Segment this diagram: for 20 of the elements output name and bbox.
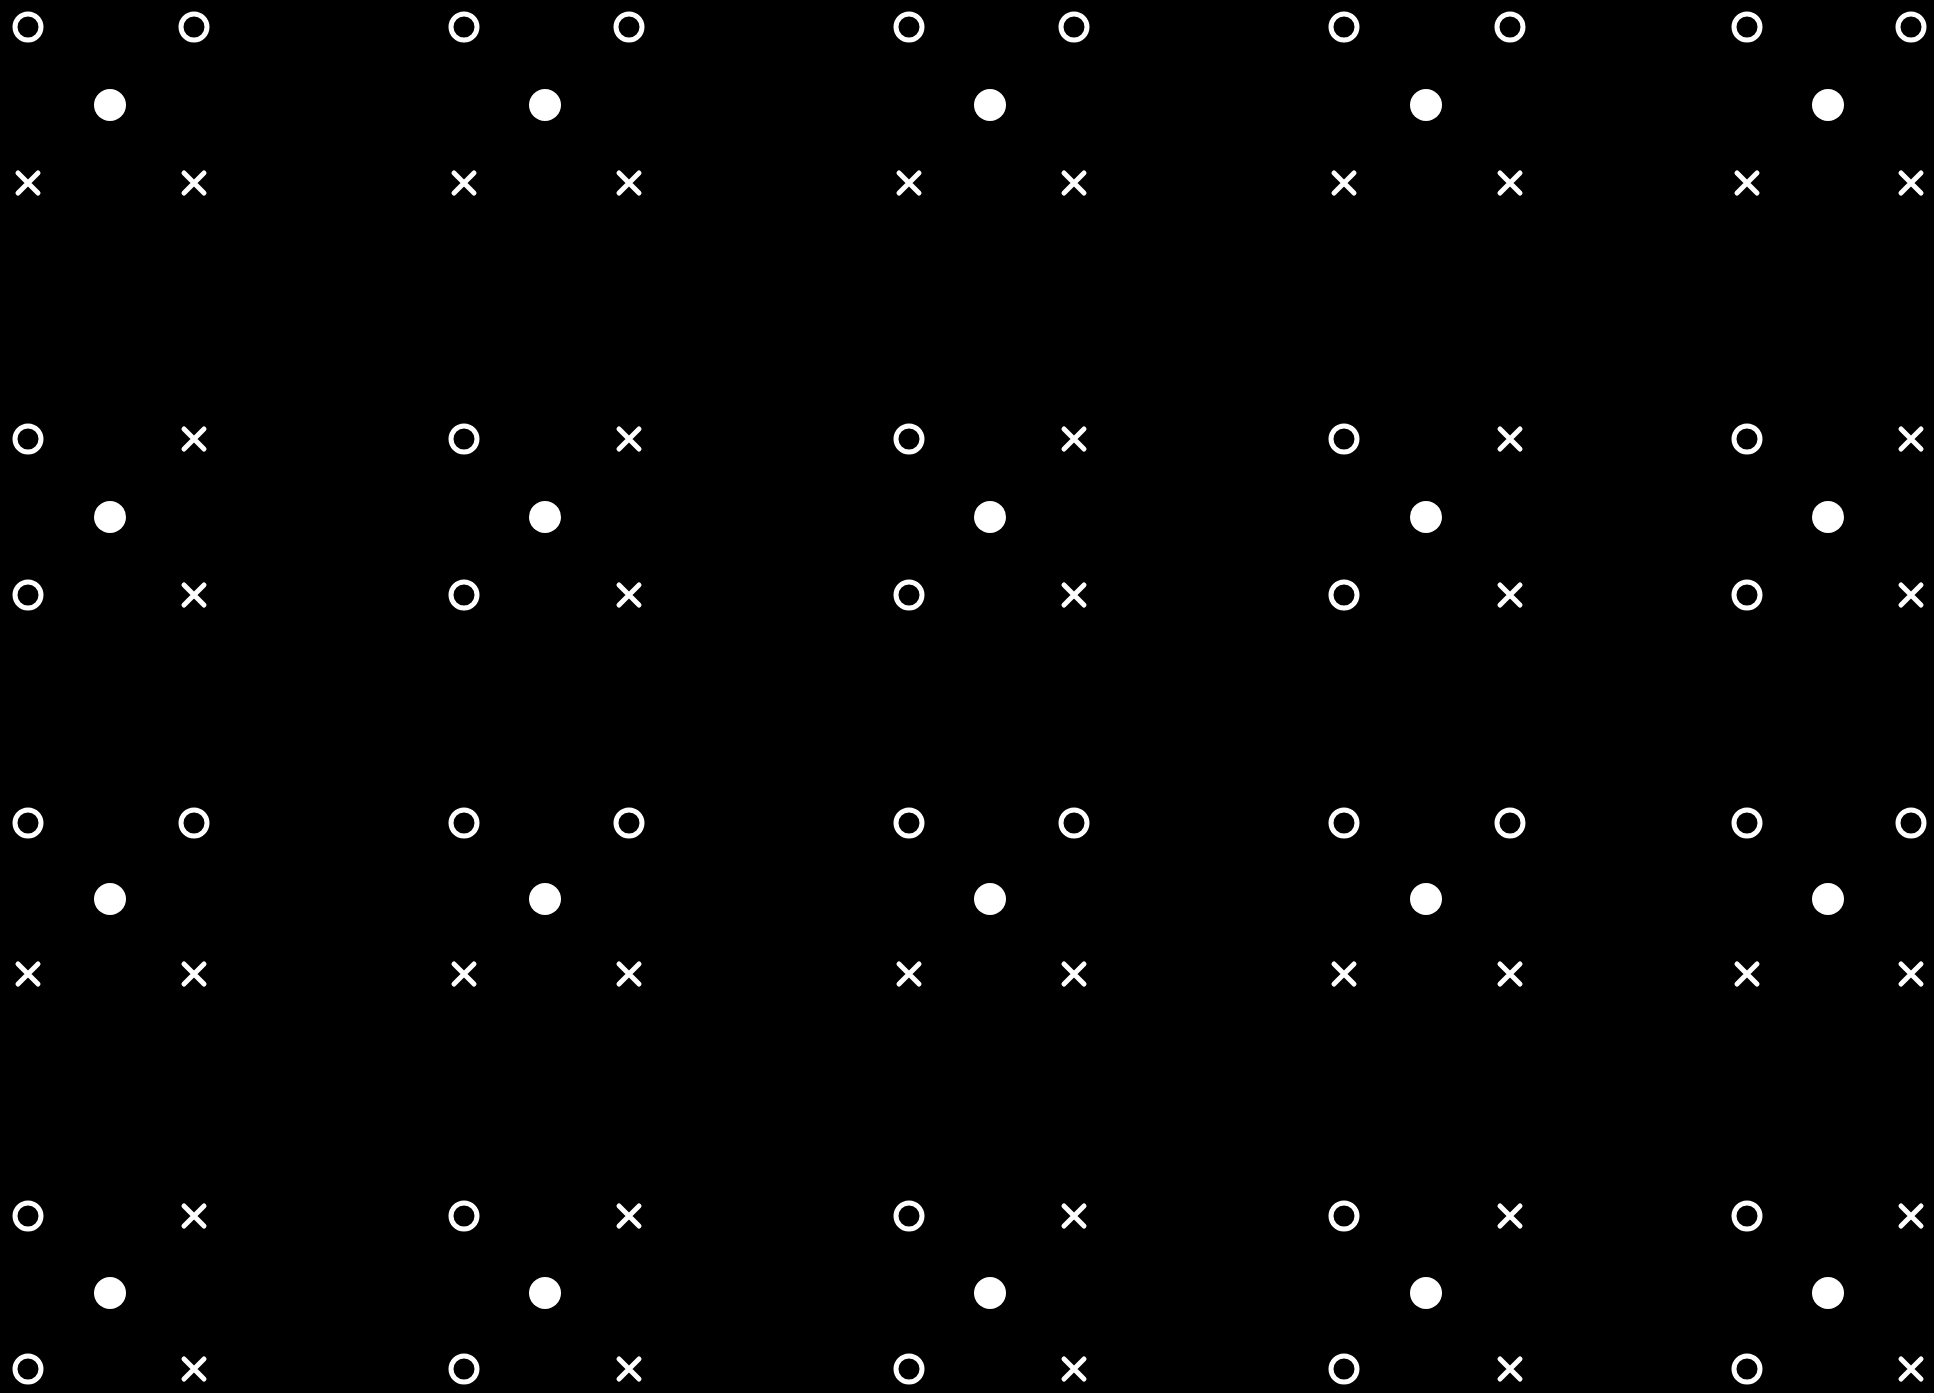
- dot-mark: [1407, 881, 1444, 918]
- dot-mark: [1809, 1274, 1846, 1311]
- dot-mark: [972, 881, 1009, 918]
- dot-mark: [1809, 86, 1846, 123]
- dot-mark: [527, 498, 564, 535]
- dot-mark: [972, 498, 1009, 535]
- dot-mark: [91, 1274, 128, 1311]
- dot-mark: [91, 86, 128, 123]
- dot-mark: [1407, 1274, 1444, 1311]
- dot-mark: [972, 86, 1009, 123]
- dot-mark: [527, 881, 564, 918]
- dot-mark: [91, 881, 128, 918]
- dot-mark: [972, 1274, 1009, 1311]
- dot-mark: [1809, 498, 1846, 535]
- dot-mark: [1407, 86, 1444, 123]
- dot-mark: [527, 1274, 564, 1311]
- dot-mark: [1809, 881, 1846, 918]
- dot-mark: [527, 86, 564, 123]
- dot-mark: [1407, 498, 1444, 535]
- dot-mark: [91, 498, 128, 535]
